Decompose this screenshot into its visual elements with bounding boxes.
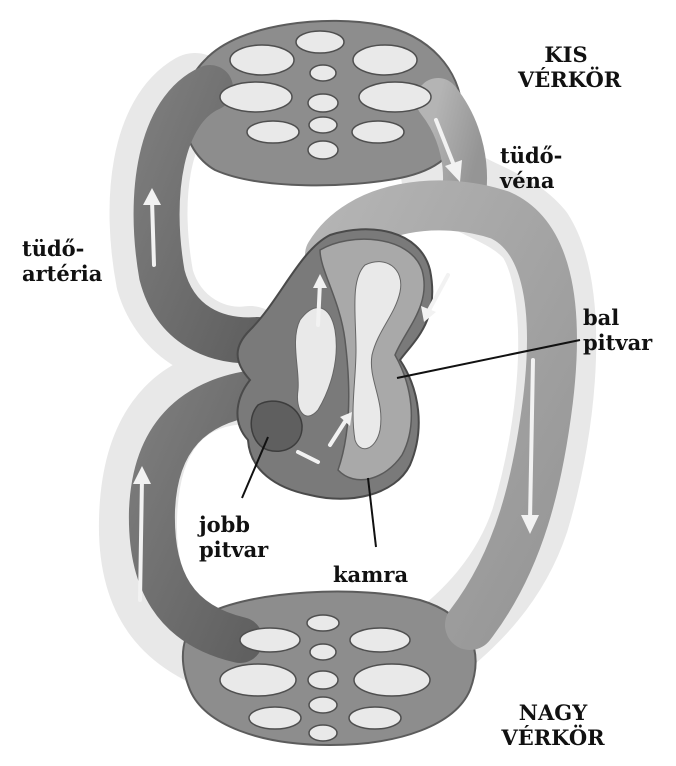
- label-tudo-vena: tüdő- véna: [500, 143, 562, 193]
- label-jobb-pitvar: jobb pitvar: [199, 512, 268, 562]
- label-kamra: kamra: [333, 562, 408, 587]
- heart-right-atrium: [251, 401, 302, 451]
- arrow-up-pulmonary-artery: [152, 200, 154, 265]
- arrow-up-vena-cava: [140, 478, 142, 600]
- label-tudo-arteria: tüdő- artéria: [22, 236, 102, 286]
- label-nagy-verkor: NAGY VÉRKÖR: [500, 700, 606, 750]
- label-kis-verkor: KIS VÉRKÖR: [518, 42, 614, 92]
- label-bal-pitvar: bal pitvar: [583, 305, 652, 355]
